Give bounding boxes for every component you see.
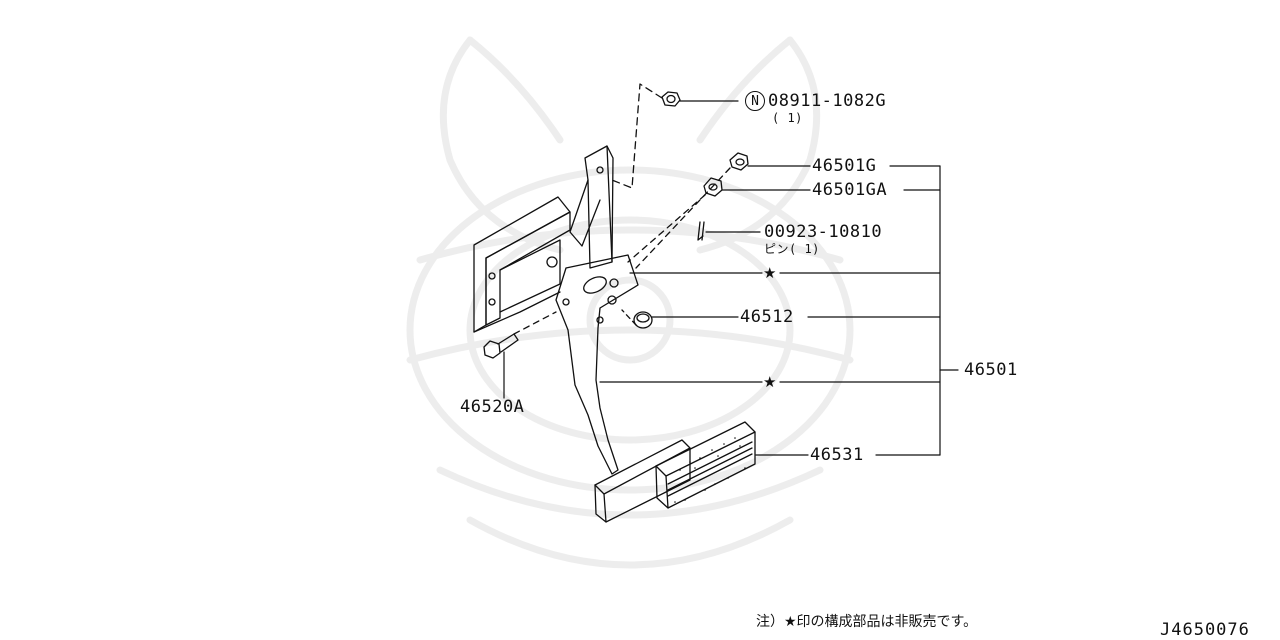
part-label-46531[interactable]: 46531 [810, 445, 864, 465]
leader-lines [503, 100, 959, 456]
pedal-pad-right [655, 421, 756, 509]
part-label-46501[interactable]: 46501 [964, 360, 1018, 380]
figure-number: J4650076 [1160, 620, 1250, 640]
star-marker-upper: ★ [763, 264, 777, 282]
n-mark-icon: N [745, 91, 765, 111]
bracket [473, 196, 571, 333]
support-bracket [569, 145, 614, 269]
part-label-46501GA[interactable]: 46501GA [812, 180, 888, 200]
pedal-arm [555, 254, 639, 475]
bolt-part [483, 311, 557, 359]
watermark-logo [406, 36, 854, 569]
star-marker-lower: ★ [763, 373, 777, 391]
nut-part [661, 91, 681, 107]
part-label-46501G[interactable]: 46501G [812, 156, 877, 176]
pin-part [697, 221, 705, 241]
part-label-08911-1082G[interactable]: 08911-1082G [768, 91, 887, 111]
part-quantity-08911-1082G: ( 1) [772, 111, 803, 125]
part-sublabel-pin: ピン( 1) [764, 242, 820, 256]
part-label-46520A[interactable]: 46520A [460, 397, 525, 417]
bushing-part-1 [729, 152, 749, 171]
stopper-part [621, 309, 653, 329]
part-label-00923-10810[interactable]: 00923-10810 [764, 222, 883, 242]
footnote: 注）★印の構成部品は非販売です。 [756, 614, 978, 630]
part-label-46512[interactable]: 46512 [740, 307, 794, 327]
